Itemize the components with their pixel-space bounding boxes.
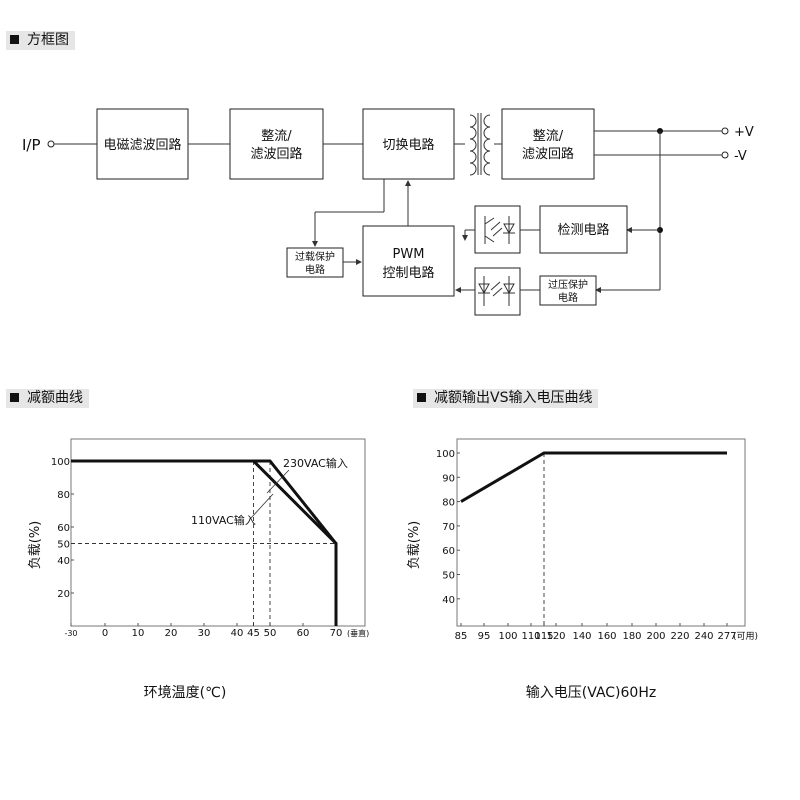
x-unit-note: (可用) bbox=[733, 631, 758, 642]
y-tick-label: 50 bbox=[442, 571, 455, 582]
block-switching bbox=[362, 108, 455, 180]
x-tick-label: 115 bbox=[534, 631, 553, 642]
block-detection bbox=[539, 205, 628, 254]
section-title-input-derating: 减额输出VS输入电压曲线 bbox=[413, 389, 599, 408]
block-pwm bbox=[362, 225, 455, 297]
x-tick-label: 85 bbox=[455, 631, 468, 642]
series-line-110vac bbox=[71, 459, 338, 626]
y-tick-label: 60 bbox=[442, 546, 455, 557]
y-tick-label: 60 bbox=[57, 523, 70, 534]
block-pwm-line2: 控制电路 bbox=[382, 265, 434, 281]
leader-230vac bbox=[266, 469, 290, 494]
x-tick-label: 220 bbox=[670, 631, 689, 642]
block-rectifier-1 bbox=[229, 108, 324, 180]
output-terminal-minus bbox=[721, 151, 729, 159]
block-diagram: I/P 电磁滤波回路 整流/ 滤波回路 切换电路 整流/ 滤波回路 +V -V … bbox=[22, 108, 754, 316]
x-tick-label: 277 bbox=[717, 631, 736, 642]
plot-frame bbox=[456, 438, 746, 627]
x-unit-note: (垂直) bbox=[347, 628, 369, 638]
x-tick-label: 45 bbox=[247, 628, 260, 639]
section-title-derating: 减额曲线 bbox=[6, 389, 89, 408]
leader-110vac bbox=[250, 493, 274, 519]
block-rect2-line2: 滤波回路 bbox=[522, 146, 574, 162]
x-tick-label: 30 bbox=[198, 628, 211, 639]
output-plus-label: +V bbox=[734, 125, 754, 140]
x-tick-label: 50 bbox=[264, 628, 277, 639]
block-emi-filter bbox=[96, 108, 189, 180]
y-axis-label: 负载(%) bbox=[28, 521, 43, 570]
plot-frame bbox=[70, 438, 366, 627]
y-tick-label: 100 bbox=[436, 449, 455, 460]
optocoupler-icon bbox=[474, 267, 521, 316]
block-olp-line1: 过载保护 bbox=[295, 250, 335, 263]
x-tick-label: 180 bbox=[622, 631, 641, 642]
y-axis-label: 负载(%) bbox=[407, 521, 422, 570]
block-switch-label: 切换电路 bbox=[382, 137, 434, 153]
x-tick-label: 20 bbox=[165, 628, 178, 639]
y-tick-label: 80 bbox=[442, 498, 455, 509]
square-bullet-icon bbox=[417, 393, 426, 402]
transformer-icon bbox=[469, 113, 491, 176]
y-tick-label: 20 bbox=[57, 589, 70, 600]
x-tick-label: 110 bbox=[521, 631, 540, 642]
y-tick-label: 50 bbox=[57, 540, 70, 551]
x-tick-label: 95 bbox=[478, 631, 491, 642]
block-ovp-line1: 过压保护 bbox=[548, 278, 588, 291]
x-axis-label: 环境温度(℃) bbox=[144, 685, 227, 701]
x-tick-label: 40 bbox=[231, 628, 244, 639]
block-emi-label: 电磁滤波回路 bbox=[103, 137, 181, 153]
x-tick-label: 0 bbox=[102, 628, 108, 639]
block-olp bbox=[286, 247, 344, 278]
x-tick-label: -30 bbox=[64, 629, 77, 638]
block-pwm-line1: PWM bbox=[393, 247, 425, 262]
output-terminal-plus bbox=[721, 127, 729, 135]
y-tick-label: 40 bbox=[57, 556, 70, 567]
y-tick-label: 40 bbox=[442, 595, 455, 606]
optocoupler-icon bbox=[474, 205, 521, 254]
y-tick-label: 90 bbox=[442, 473, 455, 484]
square-bullet-icon bbox=[10, 35, 19, 44]
output-minus-label: -V bbox=[734, 149, 747, 164]
x-tick-label: 70 bbox=[330, 628, 343, 639]
block-ovp-line2: 电路 bbox=[558, 291, 578, 304]
block-rect1-line1: 整流/ bbox=[261, 129, 292, 144]
section-title-block-diagram: 方框图 bbox=[6, 31, 75, 50]
y-tick-label: 70 bbox=[442, 522, 455, 533]
x-tick-label: 100 bbox=[498, 631, 517, 642]
block-ovp bbox=[539, 275, 597, 306]
block-rect1-line2: 滤波回路 bbox=[250, 146, 302, 162]
input-terminal bbox=[47, 140, 55, 148]
block-olp-line2: 电路 bbox=[305, 263, 325, 276]
block-detect-label: 检测电路 bbox=[557, 222, 609, 238]
x-tick-label: 10 bbox=[132, 628, 145, 639]
block-rectifier-2 bbox=[501, 108, 595, 180]
square-bullet-icon bbox=[10, 393, 19, 402]
x-tick-label: 160 bbox=[597, 631, 616, 642]
y-tick-label: 80 bbox=[57, 490, 70, 501]
x-tick-label: 140 bbox=[572, 631, 591, 642]
series-line bbox=[460, 451, 727, 503]
block-rect2-line1: 整流/ bbox=[533, 129, 564, 144]
input-label: I/P bbox=[22, 136, 41, 154]
series-label-110vac: 110VAC输入 bbox=[191, 513, 256, 527]
y-tick-label: 100 bbox=[51, 457, 70, 468]
series-label-230vac: 230VAC输入 bbox=[283, 456, 348, 470]
x-tick-label: 240 bbox=[694, 631, 713, 642]
x-tick-label: 120 bbox=[546, 631, 565, 642]
x-axis-label: 输入电压(VAC)60Hz bbox=[526, 685, 656, 701]
x-tick-label: 200 bbox=[646, 631, 665, 642]
x-tick-label: 60 bbox=[297, 628, 310, 639]
